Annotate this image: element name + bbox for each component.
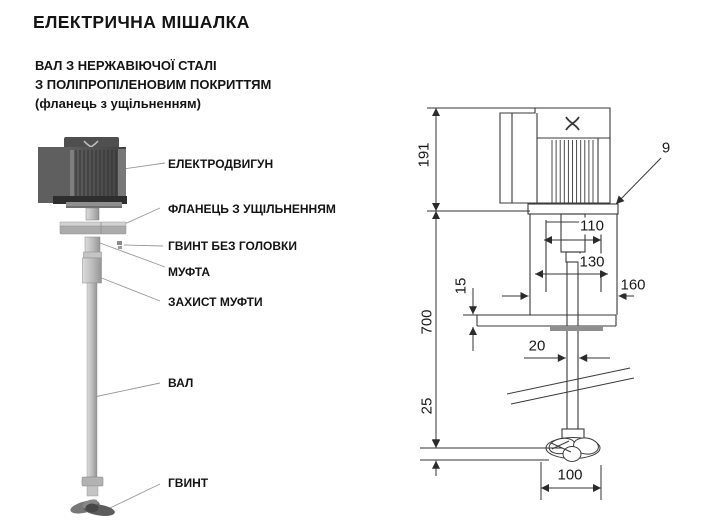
brand-logo-outline-icon <box>565 116 580 131</box>
prop-hub <box>85 503 99 513</box>
motor-base-band <box>53 196 127 204</box>
leader-coupling-guard <box>98 276 161 302</box>
flange-plate-outline <box>527 203 619 215</box>
leader-lines <box>93 162 166 509</box>
lantern-outline <box>529 214 618 315</box>
propeller-outline <box>545 437 601 462</box>
coupling-3d <box>82 236 102 284</box>
subtitle-line-2: З ПОЛІПРОПІЛЕНОВИМ ПОКРИТТЯМ <box>35 77 272 92</box>
dim-seal-plate-thickness: 15 <box>452 277 470 295</box>
label-motor: ЕЛЕКТРОДВИГУН <box>168 157 274 171</box>
leader-flange <box>119 207 161 227</box>
subtitle-line-1: ВАЛ З НЕРЖАВІЮЧОЇ СТАЛІ <box>35 58 217 73</box>
shaft-outline <box>566 262 579 429</box>
leader-set-screw <box>123 244 164 247</box>
prop-hub-outline <box>562 446 582 462</box>
motor-highlight <box>70 150 74 203</box>
motor-mount-shadow <box>66 206 122 208</box>
dim-shaft-length: 700 <box>418 309 436 335</box>
dimension-lines <box>420 107 662 500</box>
motor-shaft-stub <box>85 207 100 221</box>
dim-shaft-diameter: 20 <box>527 337 547 355</box>
label-propeller-screw: ГВИНТ <box>168 476 209 490</box>
motor-contour <box>499 107 611 204</box>
motor-3d <box>38 137 127 221</box>
dim-propeller-height: 25 <box>418 397 436 415</box>
coupling-body <box>84 236 101 254</box>
seal-plate <box>476 314 617 327</box>
motor-side-face <box>118 149 126 203</box>
shaft-3d <box>86 282 98 478</box>
label-coupling-guard: ЗАХИСТ МУФТИ <box>168 295 263 309</box>
leader-shaft <box>93 382 161 398</box>
right-figure <box>420 107 662 500</box>
seal-plate-outline <box>476 314 617 331</box>
flange-disc-3d <box>59 221 127 235</box>
coupling-ring <box>83 251 102 259</box>
motor-inner-lines <box>511 113 610 203</box>
label-shaft: ВАЛ <box>168 376 194 390</box>
leader-coupling <box>99 242 166 268</box>
page-title: ЕЛЕКТРИЧНА МІШАЛКА <box>33 12 250 32</box>
motor-fins-outline <box>551 140 594 203</box>
seal-ring <box>550 326 603 331</box>
dim-flange-plate-thickness: 9 <box>660 139 672 157</box>
break-lines <box>506 367 635 405</box>
label-set-screw: ГВИНТ БЕЗ ГОЛОВКИ <box>168 239 297 253</box>
left-figure <box>38 137 166 516</box>
drive-train-outline <box>560 213 586 442</box>
coupling-guard-sleeve <box>82 257 102 284</box>
end-stub <box>86 485 99 497</box>
end-collar <box>81 476 104 487</box>
motor-fins <box>75 150 117 202</box>
subtitle: ВАЛ З НЕРЖАВІЮЧОЇ СТАЛІ З ПОЛІПРОПІЛЕНОВ… <box>35 56 271 113</box>
label-flange: ФЛАНЕЦЬ З УЩІЛЬНЕННЯМ <box>168 202 336 216</box>
dim-mid-width: 130 <box>578 253 606 271</box>
dim-9-leader <box>615 157 662 205</box>
set-screw-3d <box>117 241 122 249</box>
dim-inner-width: 110 <box>579 217 605 235</box>
motor-mount-plate <box>66 202 122 208</box>
label-coupling: МУФТА <box>168 265 211 279</box>
dim-outer-width: 160 <box>619 276 647 294</box>
leader-propeller-screw <box>109 483 161 509</box>
dim-motor-height: 191 <box>415 142 433 168</box>
extension-lines <box>420 107 602 500</box>
subtitle-line-3: (фланець з ущільненням) <box>35 96 201 111</box>
set-screw-b <box>118 246 122 249</box>
dim-propeller-diameter: 100 <box>556 466 584 484</box>
flange-front <box>59 225 127 235</box>
set-screw-a <box>117 241 122 245</box>
motor-outline <box>499 107 611 204</box>
propeller-3d <box>70 476 115 516</box>
motor-body-left <box>38 147 72 203</box>
